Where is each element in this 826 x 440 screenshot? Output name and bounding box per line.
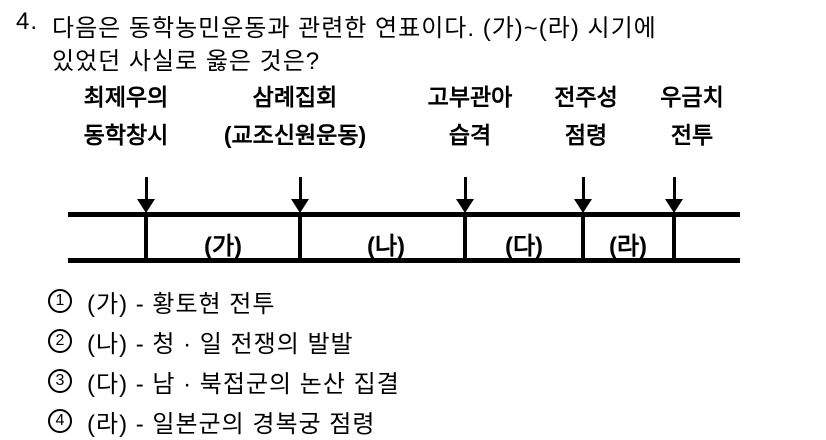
timeline-period-label-ga: (가) <box>203 233 243 260</box>
question-text-line1: 다음은 동학농민운동과 관련한 연표이다. (가)~(라) 시기에 <box>52 15 657 42</box>
timeline-tick-1 <box>144 212 148 263</box>
timeline-period-label-na: (나) <box>366 233 406 260</box>
timeline-event-label-5: 우금치 전투 <box>660 78 723 154</box>
question-number: 4. <box>16 8 39 35</box>
timeline-event-label-3: 고부관아 습격 <box>428 78 513 154</box>
event-label-line: 우금치 <box>660 84 724 110</box>
timeline-event-label-4: 전주성 점령 <box>554 78 617 154</box>
option-4-number-icon: 4 <box>48 409 72 433</box>
event-label-line: (교조신원운동) <box>223 122 367 148</box>
event-label-line: 고부관아 <box>427 84 513 110</box>
event-label-line: 습격 <box>448 122 492 148</box>
timeline-top-line <box>68 212 740 217</box>
answer-option-4[interactable]: 4 (라) - 일본군의 경복궁 점령 <box>48 408 375 438</box>
timeline-bottom-line <box>68 258 740 263</box>
option-3-text: (다) - 남 · 북접군의 논산 집결 <box>87 370 400 398</box>
timeline-event-label-2: 삼례집회 (교조신원운동) <box>224 78 366 154</box>
option-2-number-icon: 2 <box>48 329 72 353</box>
timeline-tick-2 <box>298 212 302 263</box>
question-text-line2: 있었던 사실로 옳은 것은? <box>52 48 321 75</box>
timeline-tick-3 <box>463 212 467 263</box>
event-label-line: 점령 <box>564 122 608 148</box>
event-label-line: 삼례집회 <box>252 84 338 110</box>
timeline-event-label-1: 최제우의 동학창시 <box>84 78 169 154</box>
event-label-line: 전투 <box>670 122 714 148</box>
down-arrow-icon <box>573 177 593 213</box>
option-4-text: (라) - 일본군의 경복궁 점령 <box>87 410 376 438</box>
timeline-tick-5 <box>672 212 676 263</box>
timeline-tick-4 <box>581 212 585 263</box>
down-arrow-icon <box>136 177 156 213</box>
option-1-text: (가) - 황토현 전투 <box>87 290 276 318</box>
down-arrow-icon <box>290 177 310 213</box>
answer-option-2[interactable]: 2 (나) - 청 · 일 전쟁의 발발 <box>48 328 354 358</box>
event-label-line: 전주성 <box>554 84 618 110</box>
timeline-period-label-da: (다) <box>504 233 544 260</box>
timeline-period-label-ra: (라) <box>608 233 648 260</box>
down-arrow-icon <box>664 177 684 213</box>
down-arrow-icon <box>455 177 475 213</box>
option-3-number-icon: 3 <box>48 369 72 393</box>
event-label-line: 최제우의 <box>83 84 169 110</box>
answer-option-3[interactable]: 3 (다) - 남 · 북접군의 논산 집결 <box>48 368 400 398</box>
answer-option-1[interactable]: 1 (가) - 황토현 전투 <box>48 288 275 318</box>
option-1-number-icon: 1 <box>48 289 72 313</box>
event-label-line: 동학창시 <box>83 122 169 148</box>
option-2-text: (나) - 청 · 일 전쟁의 발발 <box>87 330 354 358</box>
